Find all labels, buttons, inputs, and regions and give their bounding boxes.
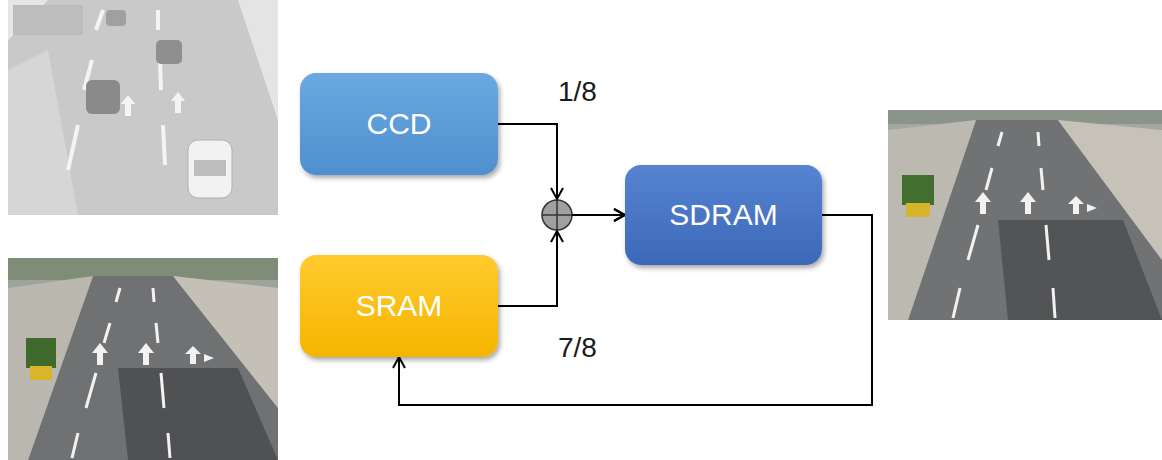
connector-segment <box>498 231 557 306</box>
background-photo <box>8 258 278 460</box>
traffic-photo <box>8 0 278 215</box>
weight-label: 1/8 <box>556 76 599 108</box>
weight-label: 7/8 <box>556 332 599 364</box>
connector-segment <box>572 214 625 216</box>
connector-segment <box>498 124 557 199</box>
sensor-box: CCD <box>300 73 498 175</box>
memory-box: SDRAM <box>625 165 822 265</box>
connector <box>498 215 625 306</box>
memory-box: SRAM <box>300 255 498 357</box>
box-label: CCD <box>367 107 432 141</box>
connector <box>498 124 625 215</box>
box-label: SDRAM <box>669 198 777 232</box>
summing-junction <box>542 200 572 230</box>
connector-segment <box>572 214 625 216</box>
box-label: SRAM <box>356 289 443 323</box>
result-photo <box>888 110 1162 320</box>
